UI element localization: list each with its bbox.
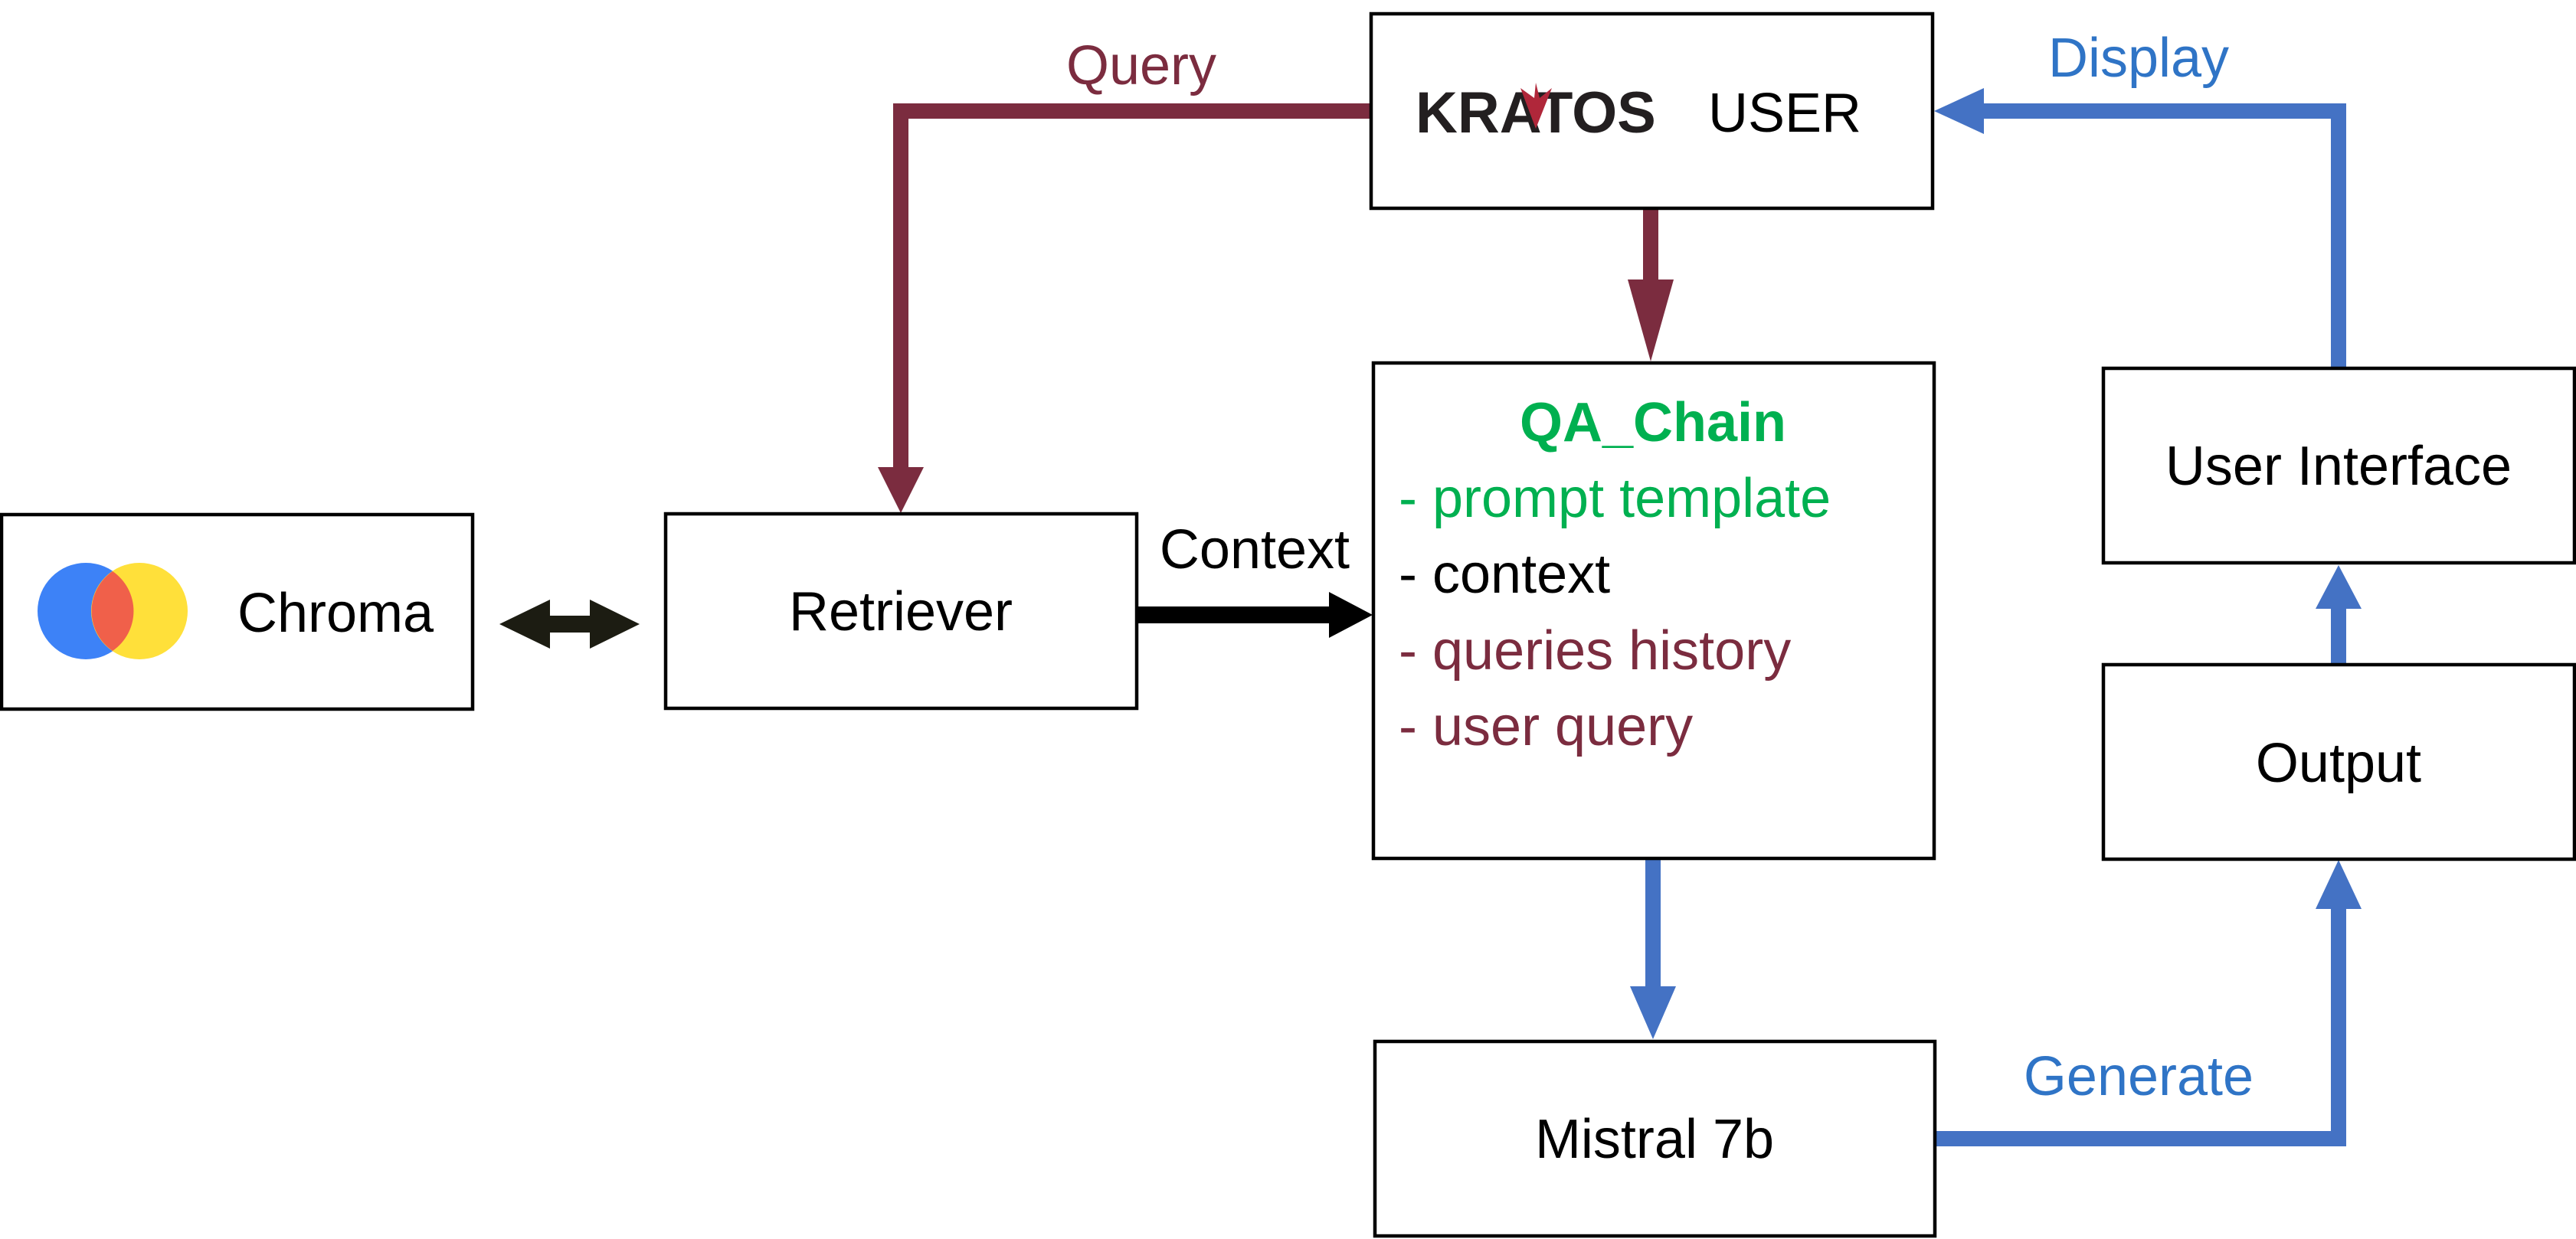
user-interface-label: User Interface [2165,436,2512,497]
mistral-node: Mistral 7b [1373,1039,1937,1238]
generate-edge-label: Generate [2024,1046,2254,1107]
qa-chain-item: - prompt template [1399,468,1831,529]
generate-connector [1934,860,2362,1146]
kratos-logo: KRATOS [1416,80,1656,145]
user-interface-node: User Interface [2101,366,2576,565]
qa-chain-item: - context [1399,544,1610,605]
user-to-qachain-connector [1628,208,1674,361]
query-connector [878,103,1371,513]
output-node: Output [2101,662,2576,861]
chroma-logo-icon [38,563,188,659]
chroma-retriever-connector [499,600,640,649]
qa-chain-node: QA_Chain - prompt template - context - q… [1371,361,1936,861]
retriever-node: Retriever [663,512,1139,711]
user-label: USER [1708,83,1861,144]
qachain-to-mistral-connector [1630,859,1676,1039]
display-connector [1934,88,2346,368]
retriever-label: Retriever [789,581,1013,642]
mistral-label: Mistral 7b [1535,1109,1774,1170]
kratos-emblem-icon [1520,83,1552,129]
qa-chain-item: - user query [1399,696,1693,757]
output-label: Output [2256,733,2421,794]
chroma-node: Chroma [0,512,475,711]
context-edge-label: Context [1160,519,1350,580]
chroma-label: Chroma [237,583,434,644]
display-edge-label: Display [2048,28,2229,89]
context-connector [1136,592,1373,638]
user-node: KRATOS USER [1369,11,1935,211]
query-edge-label: Query [1066,35,1216,96]
output-to-ui-connector [2316,565,2362,664]
qa-chain-item: - queries history [1399,620,1791,682]
qa-chain-title: QA_Chain [1520,392,1786,453]
